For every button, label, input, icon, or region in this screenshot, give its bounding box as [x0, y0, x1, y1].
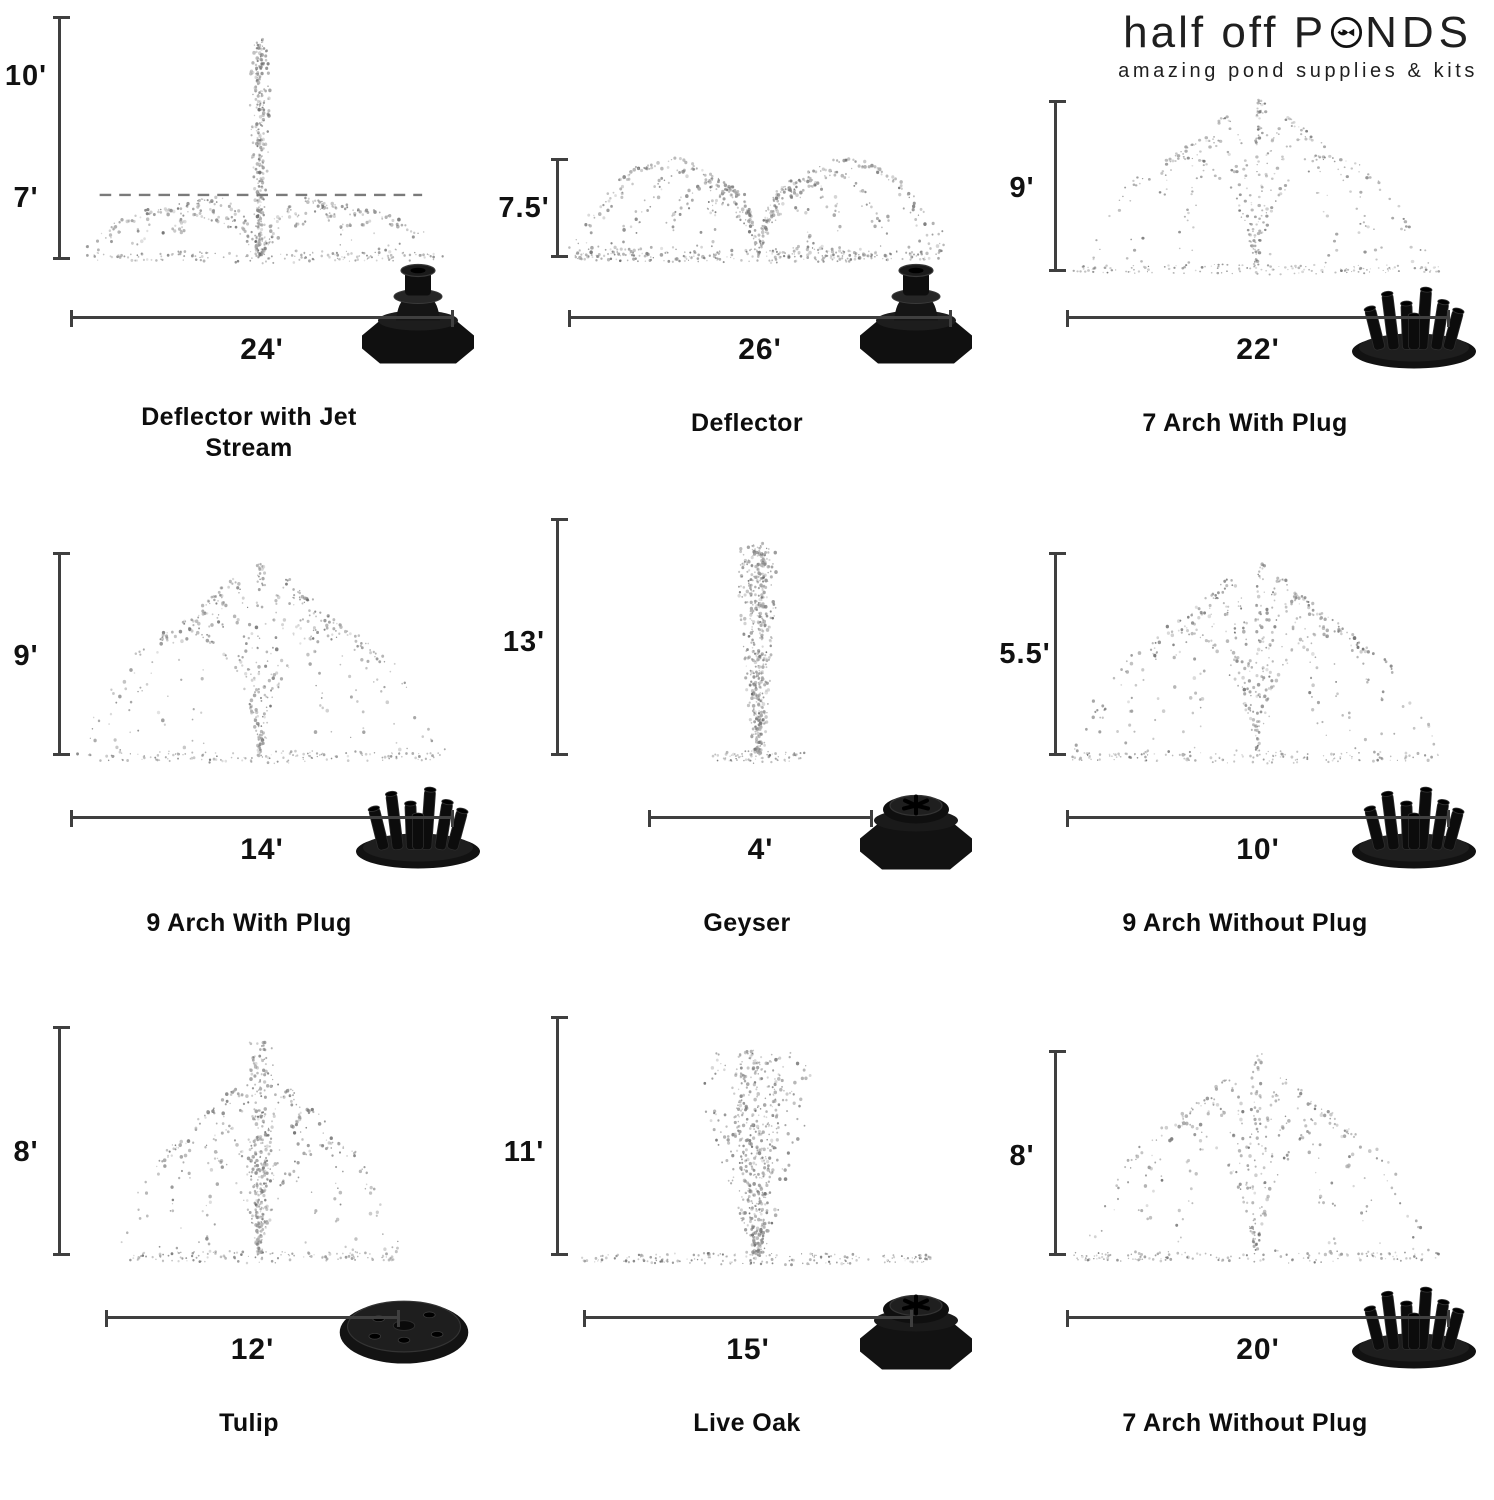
fountain-name: 9 Arch Without Plug	[1006, 908, 1484, 939]
panel-9-arch-with-plug: 9' 14' 9 Arch With Plug	[0, 500, 498, 1000]
width-ruler: 14'	[70, 816, 454, 867]
fountain-name: 9 Arch With Plug	[10, 908, 488, 939]
height-ruler	[58, 16, 70, 260]
panel-deflector-jet-stream: 10' 7' 24' Deflector with Jet Stream	[0, 0, 498, 500]
width-ruler: 26'	[568, 316, 952, 367]
fountain-name: Geyser	[508, 908, 986, 939]
height-ruler	[1054, 100, 1066, 272]
brand-logo: half off P NDS amazing pond supplies & ki…	[1118, 8, 1478, 83]
panel-geyser: 13' 4' Geyser	[498, 500, 996, 1000]
fountain-name: Deflector	[508, 408, 986, 439]
height-ruler	[58, 552, 70, 756]
width-label: 12'	[105, 1333, 400, 1367]
width-label: 10'	[1066, 833, 1450, 867]
width-ruler: 12'	[105, 1316, 400, 1367]
width-label: 15'	[583, 1333, 913, 1367]
height-label: 9'	[996, 172, 1048, 205]
height-label-secondary: 7'	[0, 182, 52, 215]
brand-ponds-nds: NDS	[1365, 8, 1473, 57]
height-ruler	[1054, 552, 1066, 756]
fountain-name: Tulip	[10, 1408, 488, 1439]
width-label: 20'	[1066, 1333, 1450, 1367]
brand-tagline: amazing pond supplies & kits	[1118, 60, 1478, 83]
panel-deflector: 7.5' 26' Deflector	[498, 0, 996, 500]
brand-name-light: half off	[1123, 8, 1278, 57]
height-label: 7.5'	[498, 192, 550, 225]
height-label: 8'	[0, 1136, 52, 1169]
brand-ponds-p: P	[1294, 8, 1328, 57]
height-label: 5.5'	[996, 638, 1054, 671]
fish-icon	[1330, 10, 1363, 43]
fountain-name: 7 Arch With Plug	[1006, 408, 1484, 439]
brand-name-strong: P NDS	[1294, 8, 1473, 57]
height-ruler	[58, 1026, 70, 1256]
height-ruler	[556, 158, 568, 258]
panel-live-oak: 11' 15' Live Oak	[498, 1000, 996, 1500]
width-label: 14'	[70, 833, 454, 867]
fountain-name: 7 Arch Without Plug	[1006, 1408, 1484, 1439]
width-label: 4'	[648, 833, 873, 867]
height-label: 13'	[498, 626, 550, 659]
brand-name: half off P NDS	[1118, 8, 1478, 58]
height-ruler	[1054, 1050, 1066, 1256]
panel-7-arch-without-plug: 8' 20' 7 Arch Without Plug	[996, 1000, 1494, 1500]
height-label: 8'	[996, 1140, 1048, 1173]
height-label: 9'	[0, 640, 52, 673]
width-ruler: 10'	[1066, 816, 1450, 867]
width-label: 26'	[568, 333, 952, 367]
panel-9-arch-without-plug: 5.5' 10' 9 Arch Without Plug	[996, 500, 1494, 1000]
width-ruler: 22'	[1066, 316, 1450, 367]
spray-pattern-tulip	[64, 1012, 456, 1312]
height-label: 10'	[0, 60, 52, 93]
panel-tulip: 8' 12' Tulip	[0, 1000, 498, 1500]
width-ruler: 20'	[1066, 1316, 1450, 1367]
height-ruler	[556, 518, 568, 756]
width-ruler: 4'	[648, 816, 873, 867]
fountain-name: Deflector with Jet Stream	[128, 402, 370, 464]
width-label: 22'	[1066, 333, 1450, 367]
width-ruler: 24'	[70, 316, 454, 367]
height-ruler	[556, 1016, 568, 1256]
width-ruler: 15'	[583, 1316, 913, 1367]
width-label: 24'	[70, 333, 454, 367]
height-label: 11'	[498, 1136, 550, 1169]
fountain-name: Live Oak	[508, 1408, 986, 1439]
